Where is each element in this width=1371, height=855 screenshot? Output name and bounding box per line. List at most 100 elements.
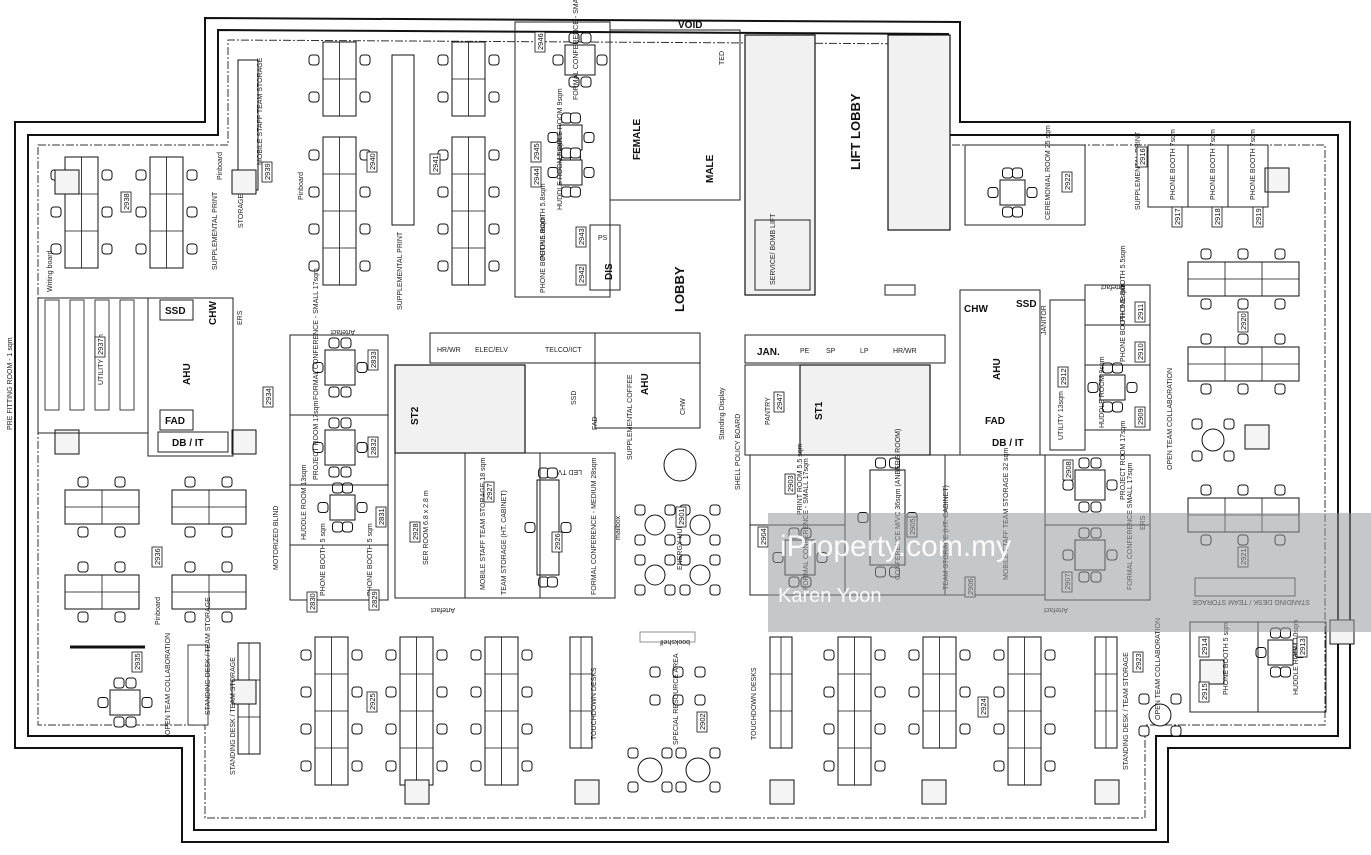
chair-icon (436, 760, 448, 772)
supplemental-print-label: SUPPLEMENTAL PRINT (212, 191, 219, 270)
artefact-label: Artefact (331, 328, 355, 335)
svg-text:2908: 2908 (1064, 461, 1073, 478)
chair-icon (1170, 725, 1182, 737)
room-code: 2922 (1061, 171, 1073, 193)
chair-icon (1044, 686, 1056, 698)
standing-desk-storage (187, 644, 209, 726)
room-code: 2943 (575, 226, 587, 248)
chair-icon (694, 666, 706, 678)
pre-fitting-room-label: PRE FITTING ROOM - 1 sqm (7, 337, 14, 430)
chair-icon (1270, 666, 1281, 678)
meeting-table (999, 179, 1026, 206)
chair-icon (672, 694, 684, 706)
chair-icon (1002, 206, 1013, 218)
chair-icon (1062, 479, 1074, 491)
chair-icon (580, 32, 592, 44)
round-table (1148, 703, 1172, 727)
chair-icon (488, 260, 500, 272)
chair-icon (113, 677, 125, 689)
room-code: 2831 (375, 506, 387, 528)
fad-label: FAD (985, 416, 1005, 427)
chair-icon (672, 666, 684, 678)
open-team-collaboration-label: OPEN TEAM COLLABORATION (1167, 368, 1174, 470)
hr-wr-label: HR/WR (437, 347, 461, 354)
chair-icon (675, 781, 687, 793)
chair-icon (328, 417, 340, 429)
svg-text:2901: 2901 (677, 508, 686, 525)
chair-icon (356, 502, 368, 513)
svg-text:2830: 2830 (308, 593, 317, 610)
chair-icon (308, 54, 320, 66)
svg-text:2916: 2916 (1138, 148, 1147, 165)
chair-icon (114, 561, 126, 573)
chair-icon (1191, 450, 1203, 462)
meeting-table (324, 349, 356, 386)
chair-icon (709, 747, 721, 759)
round-table (1201, 428, 1225, 452)
phone-booth-label: PHONE BOOTH 5 sqm (320, 523, 327, 596)
svg-text:2832: 2832 (369, 438, 378, 455)
room-code: 2928 (409, 521, 421, 543)
chair-icon (569, 147, 581, 159)
ssd-label: SSD (165, 306, 186, 317)
chair-icon (50, 206, 62, 218)
chair-icon (546, 467, 558, 479)
fad-label: FAD (592, 416, 599, 430)
phone-booth-label: PHONE BOOTH 5.5sqm (1120, 285, 1127, 362)
chair-icon (125, 716, 137, 728)
artefact-label: Artefact (431, 606, 455, 613)
chair-icon (317, 502, 329, 513)
ahu-label: AHU (992, 358, 1003, 380)
chair-icon (1191, 418, 1203, 430)
chair-icon (521, 723, 533, 735)
male-label: MALE (705, 154, 716, 183)
svg-text:2909: 2909 (1136, 408, 1145, 425)
chair-icon (1138, 693, 1150, 705)
chair-icon (221, 476, 233, 488)
round-table (644, 514, 666, 536)
chair-icon (908, 649, 920, 661)
chair-icon (709, 534, 721, 546)
chair-icon (959, 723, 971, 735)
svg-text:2903: 2903 (786, 475, 795, 492)
watermark-band (768, 513, 1371, 632)
chair-icon (1200, 298, 1212, 310)
room-code: 2917 (1171, 206, 1183, 228)
structural-column (1199, 659, 1225, 685)
room-code: 2936 (151, 546, 163, 568)
svg-text:2914: 2914 (1200, 638, 1209, 655)
chair-icon (436, 723, 448, 735)
chair-icon (470, 723, 482, 735)
chair-icon (993, 686, 1005, 698)
chair-icon (332, 521, 343, 533)
watermark-site: iProperty.com.my (780, 530, 1012, 563)
touchdown-desks-label: TOUCHDOWN DESKS (591, 667, 598, 740)
chair-icon (114, 476, 126, 488)
room-code: 2911 (1134, 301, 1146, 323)
structural-column (921, 779, 947, 805)
chair-icon (312, 362, 324, 373)
chair-icon (77, 611, 89, 623)
chair-icon (186, 206, 198, 218)
chair-icon (101, 206, 113, 218)
furniture-layer (44, 32, 1355, 805)
chair-icon (351, 760, 363, 772)
chair-icon (552, 54, 564, 66)
chair-icon (186, 169, 198, 181)
chair-icon (385, 649, 397, 661)
chair-icon (889, 457, 900, 469)
chair-icon (359, 223, 371, 235)
motorized-blind-label: MOTORIZED BLIND (273, 506, 280, 570)
led-tv-label: LED TV (557, 468, 582, 475)
mobile-staff-storage-label: MOBILE STAFF TEAM STORAGE 18 sqm (480, 458, 487, 590)
room-code: 2926 (551, 531, 563, 553)
chair-icon (1078, 457, 1090, 469)
chair-icon (1026, 187, 1038, 198)
telco-ict-label: TELCO/ICT (545, 347, 582, 354)
phone-booth-label: PHONE BOOTH 7sqm (1170, 129, 1177, 200)
svg-text:2915: 2915 (1200, 683, 1209, 700)
chair-icon (328, 386, 340, 398)
bookshelf-label: bookshelf (660, 638, 690, 645)
chair-icon (583, 167, 595, 178)
structural-column (54, 429, 80, 455)
